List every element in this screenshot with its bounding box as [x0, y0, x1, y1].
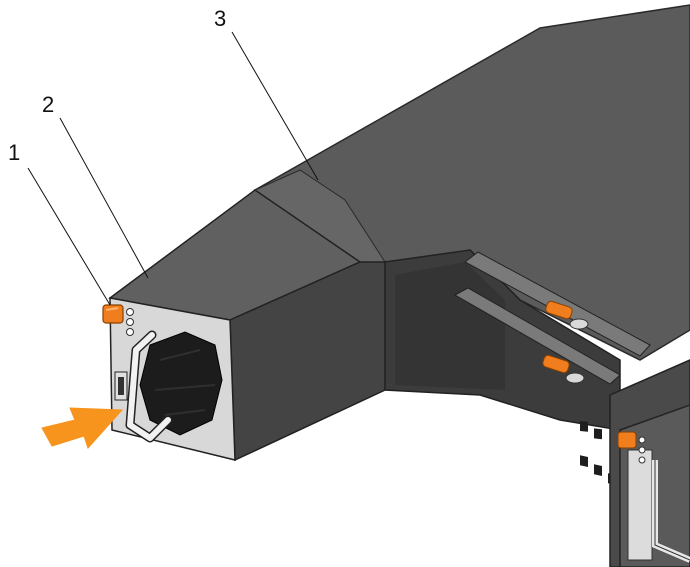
callout-leaders [27, 31, 319, 306]
second-power-supply [617, 404, 690, 567]
release-latch-icon [617, 431, 637, 449]
psu-status-leds [126, 308, 134, 336]
fan-grille-icon [139, 331, 223, 436]
callout-number-3: 3 [214, 6, 226, 31]
callout-number-1: 1 [8, 140, 20, 165]
release-latch-icon [102, 304, 124, 324]
rail-latch-upper [545, 300, 589, 330]
insertion-arrow-icon [41, 407, 124, 449]
vent-holes-lower [580, 420, 602, 440]
rail-latch-lower [542, 354, 585, 384]
callout-number-2: 2 [42, 92, 54, 117]
power-supply-unit [108, 189, 386, 462]
slot-rail-lower [453, 287, 621, 385]
power-supply-release-latch [102, 304, 124, 324]
